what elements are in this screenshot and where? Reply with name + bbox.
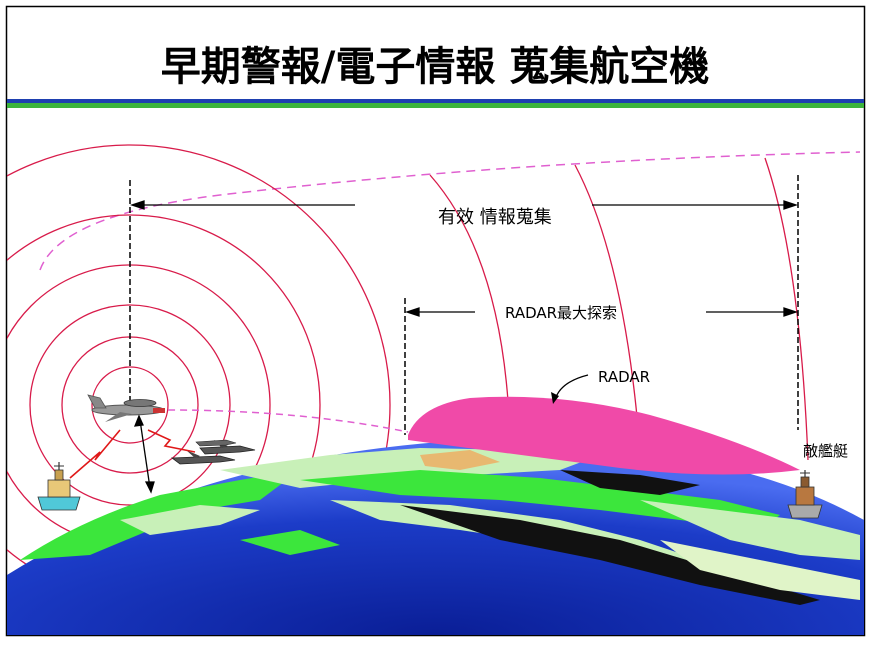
page-title: 早期警報/電子情報 蒐集航空機 — [161, 44, 710, 90]
land-shadow — [400, 505, 820, 605]
land-mass — [660, 540, 860, 600]
fighter-jets — [170, 439, 256, 465]
radar-label: RADAR — [598, 368, 650, 386]
land-mass — [420, 450, 500, 470]
title-rule-blue — [7, 99, 864, 103]
datalink-bolts — [69, 429, 196, 479]
land-mass — [240, 530, 340, 555]
coverage-dashed-arc — [39, 151, 861, 271]
land-mass — [220, 448, 600, 488]
land-mass — [640, 500, 860, 560]
radar-ring — [91, 366, 169, 444]
radar-arc — [574, 164, 641, 451]
radar-ring — [29, 304, 231, 506]
radar-arc — [429, 174, 511, 441]
friendly-ship — [37, 462, 81, 511]
radar-max-arrows — [404, 307, 799, 317]
aew-aircraft — [87, 394, 165, 422]
land-masses — [20, 448, 860, 605]
radar-outer-arcs — [429, 157, 809, 461]
enemy-ship — [787, 470, 823, 519]
range-markers — [129, 175, 799, 435]
radar-ring — [7, 144, 391, 635]
effective-intel-arrows — [129, 200, 799, 210]
land-shadow — [560, 470, 700, 495]
land-mass — [120, 505, 260, 535]
effective-intel-label: 有效 情報蒐集 — [438, 207, 552, 228]
land-mass — [300, 470, 780, 530]
radar-coverage-lobe — [408, 396, 800, 475]
aircraft-to-target-line — [167, 409, 409, 433]
radar-arc — [764, 157, 809, 461]
radar-max-search-label: RADAR最大探索 — [505, 304, 617, 322]
enemy-ship-label: 敵艦艇 — [803, 442, 848, 460]
link-arrow — [133, 414, 155, 494]
radar-callout-arrowhead — [551, 392, 559, 404]
title-rule-green — [7, 103, 864, 108]
